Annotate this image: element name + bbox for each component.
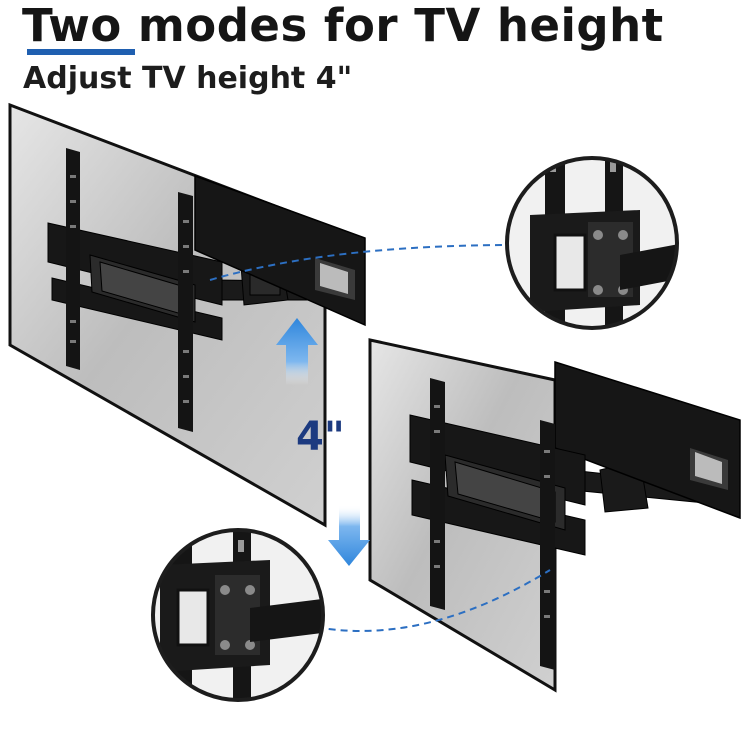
page-title: Two modes for TV height bbox=[22, 0, 664, 52]
up-arrow-icon bbox=[276, 318, 318, 385]
upper-arm-wall-plate bbox=[194, 174, 366, 327]
upper-mount-assembly bbox=[8, 102, 366, 528]
page-subtitle: Adjust TV height 4" bbox=[23, 61, 353, 96]
upper-detail-zoom bbox=[505, 156, 679, 330]
height-adjustment-label: 4" bbox=[296, 414, 345, 460]
down-arrow-icon bbox=[328, 505, 370, 566]
lower-arm-wall-plate bbox=[554, 360, 741, 520]
upper-vertical-rails bbox=[66, 148, 193, 432]
lower-detail-zoom bbox=[151, 528, 325, 702]
callout-lines bbox=[209, 244, 551, 632]
lower-vertical-rails bbox=[430, 378, 555, 670]
lower-mount-assembly bbox=[368, 338, 741, 693]
title-underline bbox=[27, 49, 135, 55]
